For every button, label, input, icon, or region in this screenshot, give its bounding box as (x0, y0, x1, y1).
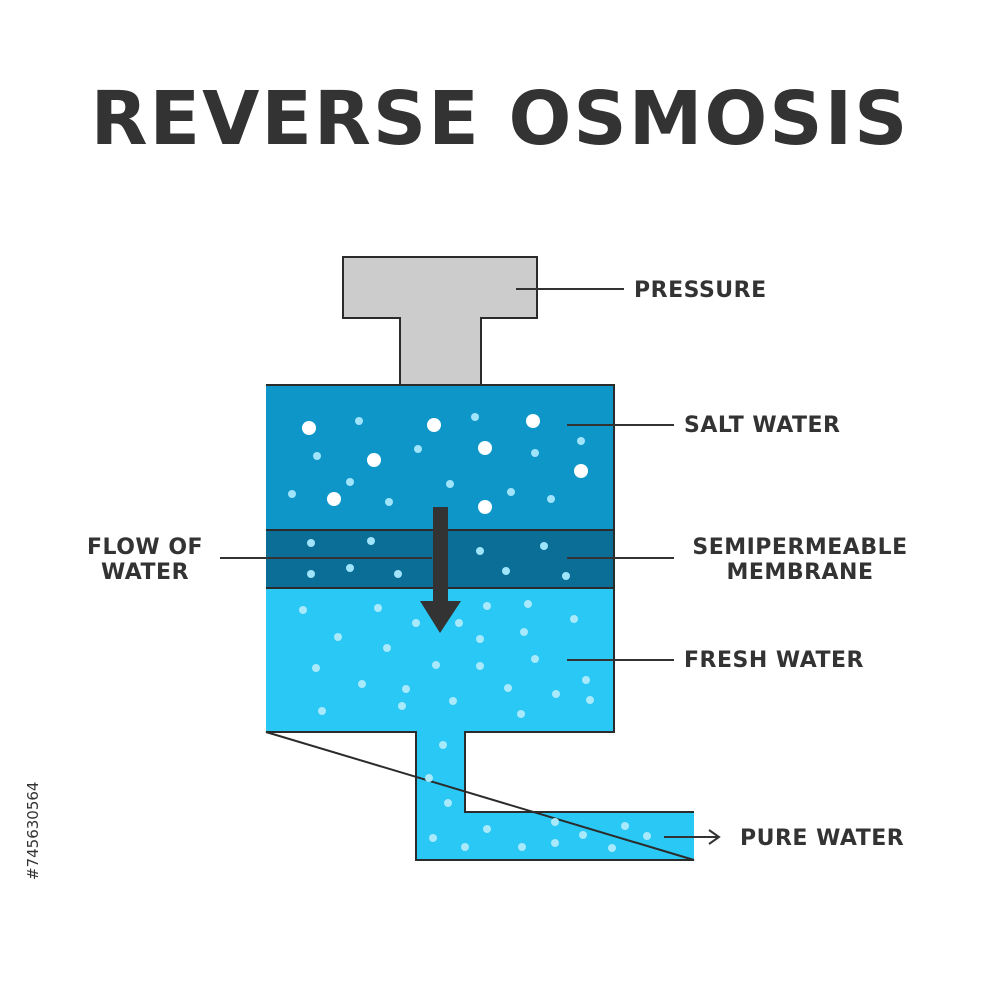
label-salt-water: SALT WATER (684, 413, 841, 438)
pressure-piston (342, 256, 538, 387)
label-membrane-line2: MEMBRANE (726, 560, 874, 585)
label-flow-of-water: FLOW OF WATER (74, 535, 216, 585)
label-pressure: PRESSURE (634, 278, 767, 303)
salt-water-chamber (266, 385, 614, 530)
fresh-water-particles (299, 600, 651, 852)
flow-arrow (420, 507, 461, 633)
stock-image-id: #745630564 (24, 781, 42, 880)
label-flow-of-water-line2: WATER (100, 560, 190, 585)
membrane-particles (307, 537, 570, 580)
salt-particles (288, 413, 588, 514)
label-fresh-water: FRESH WATER (684, 648, 864, 673)
fresh-water-chamber (266, 588, 694, 860)
label-flow-of-water-line1: FLOW OF (86, 535, 204, 560)
label-membrane-line1: SEMIPERMEABLE (692, 535, 908, 560)
label-semipermeable-membrane: SEMIPERMEABLE MEMBRANE (682, 535, 918, 585)
container-outline (265, 384, 695, 861)
label-pure-water: PURE WATER (740, 826, 905, 851)
pure-water-arrow-icon (664, 829, 721, 845)
diagram-title: REVERSE OSMOSIS (90, 76, 910, 162)
